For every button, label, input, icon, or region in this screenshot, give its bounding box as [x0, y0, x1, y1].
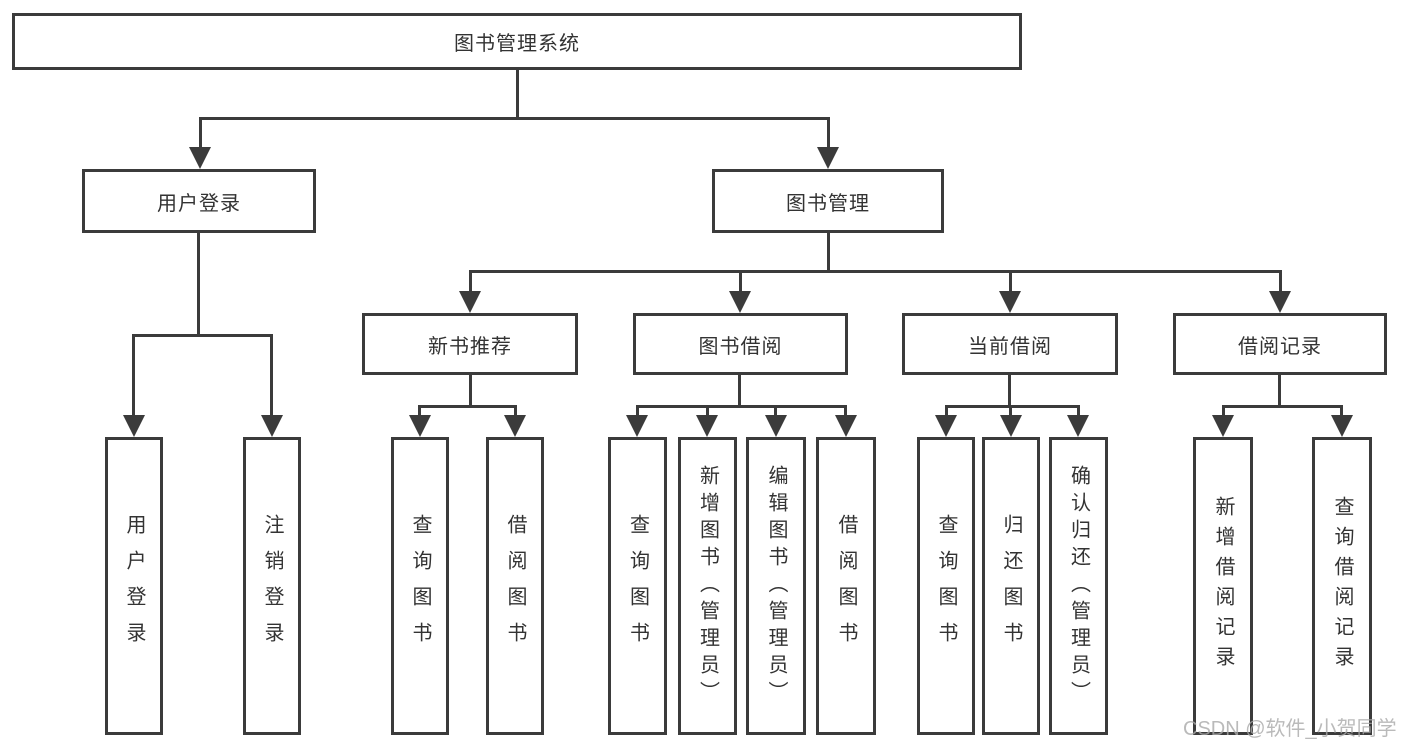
arrow-down-icon: [1000, 415, 1022, 437]
leaf-recommend-query-book: 查询图书: [391, 437, 449, 735]
node-user-login: 用户登录: [82, 169, 316, 233]
node-user-login-label: 用户登录: [157, 192, 241, 215]
arrow-down-icon: [626, 415, 648, 437]
leaf-current-query-book-label: 查询图书: [935, 514, 957, 658]
arrow-down-icon: [1067, 415, 1089, 437]
connector-line: [738, 375, 741, 408]
leaf-confirm-return-admin-label: 确认归还（管理员）: [1067, 464, 1090, 708]
node-root: 图书管理系统: [12, 13, 1022, 70]
arrow-down-icon: [817, 147, 839, 169]
node-borrow-records: 借阅记录: [1173, 313, 1387, 375]
leaf-edit-book-admin-label: 编辑图书（管理员）: [765, 464, 787, 708]
node-new-book-recommend-label: 新书推荐: [428, 335, 512, 358]
connector-line: [945, 405, 1079, 408]
leaf-confirm-return-admin: 确认归还（管理员）: [1049, 437, 1108, 735]
connector-line: [636, 405, 639, 419]
connector-line: [636, 405, 847, 408]
arrow-down-icon: [1269, 291, 1291, 313]
leaf-return-book: 归还图书: [982, 437, 1040, 735]
csdn-watermark: CSDN @软件_小贺同学: [1183, 718, 1397, 740]
connector-line: [1340, 405, 1343, 419]
arrow-down-icon: [459, 291, 481, 313]
leaf-user-login: 用户登录: [105, 437, 163, 735]
leaf-borrow-book: 借阅图书: [816, 437, 876, 735]
connector-line: [469, 270, 1281, 273]
connector-line: [1009, 270, 1012, 296]
leaf-recommend-borrow-book-label: 借阅图书: [504, 514, 526, 658]
connector-line: [827, 233, 830, 273]
leaf-query-borrow-record-label: 查询借阅记录: [1331, 496, 1353, 676]
leaf-logout-label: 注销登录: [261, 514, 283, 658]
node-book-management: 图书管理: [712, 169, 944, 233]
node-new-book-recommend: 新书推荐: [362, 313, 578, 375]
connector-line: [199, 117, 830, 120]
arrow-down-icon: [835, 415, 857, 437]
leaf-add-book-admin: 新增图书（管理员）: [678, 437, 737, 735]
leaf-query-borrow-record: 查询借阅记录: [1312, 437, 1372, 735]
connector-line: [827, 117, 830, 150]
arrow-down-icon: [1212, 415, 1234, 437]
connector-line: [418, 405, 421, 419]
arrow-down-icon: [935, 415, 957, 437]
arrow-down-icon: [189, 147, 211, 169]
arrow-down-icon: [123, 415, 145, 437]
leaf-user-login-label: 用户登录: [123, 514, 145, 658]
leaf-recommend-query-book-label: 查询图书: [409, 514, 431, 658]
leaf-recommend-borrow-book: 借阅图书: [486, 437, 544, 735]
connector-line: [199, 117, 202, 150]
arrow-down-icon: [729, 291, 751, 313]
connector-line: [1278, 375, 1281, 408]
connector-line: [197, 233, 200, 337]
connector-line: [774, 405, 777, 419]
connector-line: [469, 270, 472, 296]
arrow-down-icon: [409, 415, 431, 437]
connector-line: [1279, 270, 1282, 296]
connector-line: [270, 334, 273, 418]
arrow-down-icon: [765, 415, 787, 437]
connector-line: [1008, 375, 1011, 408]
leaf-logout: 注销登录: [243, 437, 301, 735]
arrow-down-icon: [999, 291, 1021, 313]
node-borrow-records-label: 借阅记录: [1238, 335, 1322, 358]
leaf-borrow-query-book: 查询图书: [608, 437, 667, 735]
node-book-management-label: 图书管理: [786, 192, 870, 215]
arrow-down-icon: [1331, 415, 1353, 437]
connector-line: [1222, 405, 1225, 419]
leaf-borrow-query-book-label: 查询图书: [626, 514, 649, 658]
connector-line: [945, 405, 948, 419]
connector-line: [132, 334, 273, 337]
arrow-down-icon: [261, 415, 283, 437]
leaf-borrow-book-label: 借阅图书: [835, 514, 857, 658]
connector-line: [516, 70, 519, 120]
node-current-borrow-label: 当前借阅: [968, 335, 1052, 358]
leaf-add-borrow-record-label: 新增借阅记录: [1212, 496, 1234, 676]
connector-line: [514, 405, 517, 419]
arrow-down-icon: [696, 415, 718, 437]
node-root-label: 图书管理系统: [454, 33, 580, 55]
connector-line: [132, 334, 135, 418]
leaf-current-query-book: 查询图书: [917, 437, 975, 735]
connector-line: [1077, 405, 1080, 419]
node-book-borrow-label: 图书借阅: [698, 335, 783, 358]
node-current-borrow: 当前借阅: [902, 313, 1118, 375]
connector-line: [1222, 405, 1342, 408]
leaf-return-book-label: 归还图书: [1000, 514, 1022, 658]
leaf-add-book-admin-label: 新增图书（管理员）: [696, 464, 719, 708]
arrow-down-icon: [504, 415, 526, 437]
leaf-add-borrow-record: 新增借阅记录: [1193, 437, 1253, 735]
node-book-borrow: 图书借阅: [633, 313, 848, 375]
connector-line: [1009, 405, 1012, 419]
connector-line: [844, 405, 847, 419]
connector-line: [418, 405, 517, 408]
connector-line: [739, 270, 742, 296]
leaf-edit-book-admin: 编辑图书（管理员）: [746, 437, 806, 735]
connector-line: [706, 405, 709, 419]
connector-line: [469, 375, 472, 408]
